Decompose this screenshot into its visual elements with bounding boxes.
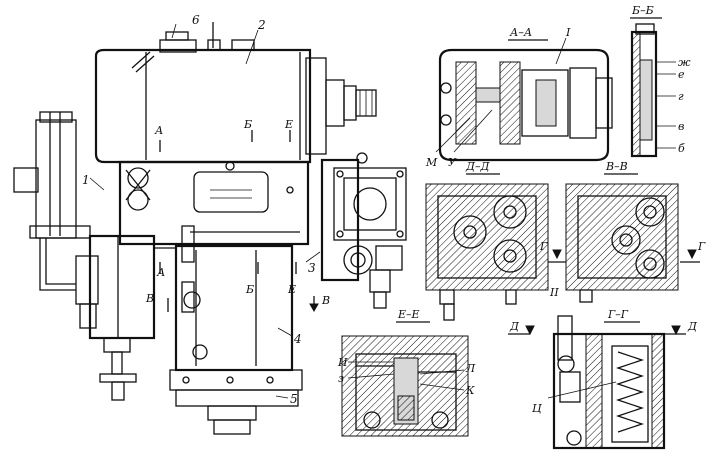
section-vv-view (548, 173, 700, 303)
section-ee-view (341, 321, 469, 437)
cut-mark-v-right: В (321, 294, 330, 307)
part-label-4: 4 (293, 332, 302, 346)
part-label-5: 5 (290, 392, 298, 406)
label-zh: ж (678, 56, 691, 69)
cut-mark-e-top: Е (284, 118, 293, 131)
cut-mark-g-right: Г (697, 240, 706, 253)
section-title-ee: Е–Е (397, 308, 420, 321)
cut-mark-g-left: Г (539, 240, 548, 253)
section-title-vv: В–В (605, 160, 628, 173)
lower-unit (75, 225, 303, 435)
cut-mark-d-left: Д (509, 320, 520, 333)
section-title-gg: Г–Г (607, 308, 629, 321)
cut-mark-e-bottom: Е (287, 283, 296, 296)
part-label-6: 6 (192, 13, 200, 27)
cut-mark-a-bottom: А (156, 266, 165, 279)
cut-mark-b-top: Б (243, 118, 252, 131)
main-assembly-view (13, 22, 407, 435)
label-b: б (678, 142, 685, 155)
label-i: И (337, 356, 348, 369)
label-z: з (338, 372, 344, 385)
cut-mark-d-right: Д (687, 320, 698, 333)
label-m: М (425, 156, 438, 169)
cut-line-markers (159, 130, 319, 313)
filter-housing (13, 111, 91, 291)
label-l: Л (465, 362, 476, 375)
label-roman-two: II (549, 286, 559, 299)
section-title-bb: Б–Б (631, 4, 654, 17)
label-e: е (678, 68, 685, 81)
cut-mark-b-bottom: Б (245, 283, 254, 296)
label-ts: Ц (532, 402, 542, 415)
cut-mark-a-top: А (154, 124, 163, 137)
part-leaders (89, 23, 321, 399)
middle-body (118, 160, 310, 246)
part-label-2: 2 (257, 18, 266, 32)
section-title-dd: Д–Д (465, 160, 490, 173)
section-bb-view (630, 17, 676, 158)
section-aa-view (435, 37, 613, 162)
part-label-3: 3 (308, 261, 316, 275)
label-g: г (678, 90, 684, 103)
section-title-aa: А–А (509, 26, 532, 39)
part-label-1: 1 (82, 173, 90, 187)
label-k: К (465, 384, 475, 397)
label-u: У (448, 156, 457, 169)
section-gg-view (508, 315, 686, 450)
upper-housing (94, 22, 377, 164)
label-roman-one: I (565, 26, 571, 39)
cut-mark-v-left: В (145, 292, 154, 305)
label-v: в (678, 120, 684, 133)
section-dd-view (425, 173, 549, 321)
pump-block (320, 152, 407, 309)
